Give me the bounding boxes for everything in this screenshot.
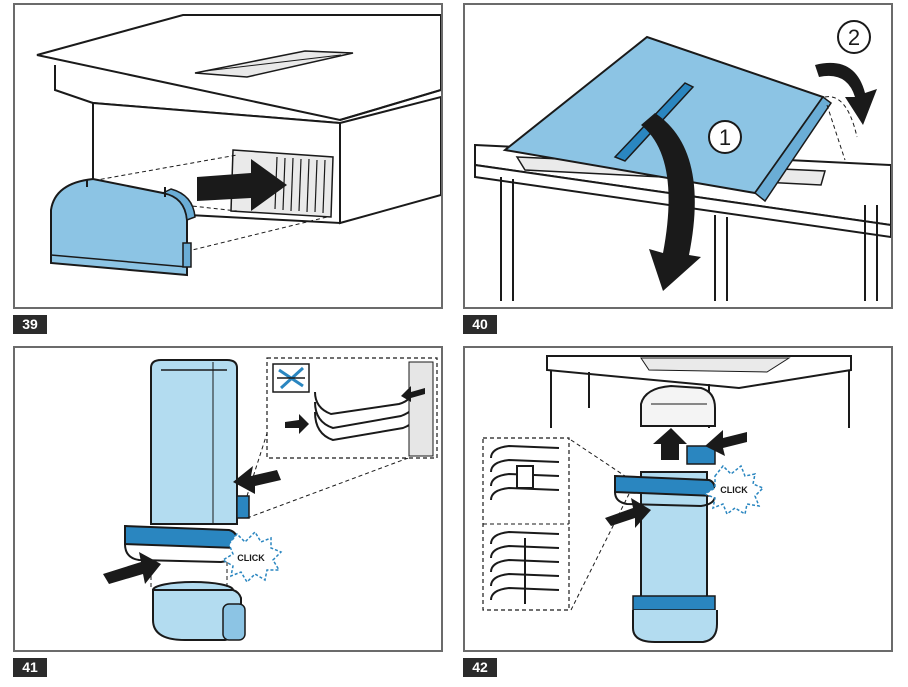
step-42-number: 42 xyxy=(463,658,497,677)
step-40-panel: 1 2 xyxy=(463,3,893,309)
step-40-illustration: 1 2 xyxy=(474,20,891,301)
push-arrow-bottom xyxy=(605,498,651,528)
step-42-panel: CLICK xyxy=(463,346,893,652)
blue-vertical-duct xyxy=(614,471,718,643)
detail-inset xyxy=(266,357,438,459)
step-41-illustration: CLICK xyxy=(103,357,438,641)
callout-2: 2 xyxy=(848,25,860,50)
click-label: CLICK xyxy=(237,553,265,563)
step-41-number: 41 xyxy=(13,658,47,677)
push-arrow-bottom xyxy=(103,552,161,584)
step-39-illustration xyxy=(36,14,441,277)
inset-clip-closed xyxy=(490,444,560,501)
blue-elbow-piece xyxy=(152,581,246,641)
step-39-panel xyxy=(13,3,443,309)
step-42-illustration: CLICK xyxy=(482,355,852,643)
cooktop-vent-slot xyxy=(194,50,354,78)
step-41-panel: CLICK xyxy=(13,346,443,652)
click-burst xyxy=(703,464,765,516)
inset-arrow-right xyxy=(401,386,425,402)
blue-air-deflector xyxy=(50,177,196,277)
detail-inset xyxy=(482,437,570,611)
lift-back-arrow xyxy=(815,62,877,125)
push-arrow-side xyxy=(233,466,281,494)
callout-1: 1 xyxy=(719,125,731,150)
side-clip xyxy=(686,445,716,465)
slide-in-arrow xyxy=(197,159,287,211)
lower-clip-ring xyxy=(632,595,716,611)
up-arrow xyxy=(653,428,687,460)
step-39-number: 39 xyxy=(13,315,47,334)
blue-vertical-duct xyxy=(150,359,238,525)
step-40-number: 40 xyxy=(463,315,497,334)
lower-front-arrow xyxy=(641,113,701,291)
side-clip xyxy=(236,495,250,519)
push-arrow-side xyxy=(705,430,747,456)
click-label: CLICK xyxy=(720,485,748,495)
wrong-tool-icon xyxy=(277,366,305,390)
inset-clip-open xyxy=(490,530,560,604)
inset-arrow-left xyxy=(285,414,309,434)
click-burst xyxy=(221,530,283,584)
grey-deflector xyxy=(640,384,716,427)
cabinet-legs xyxy=(500,177,878,301)
